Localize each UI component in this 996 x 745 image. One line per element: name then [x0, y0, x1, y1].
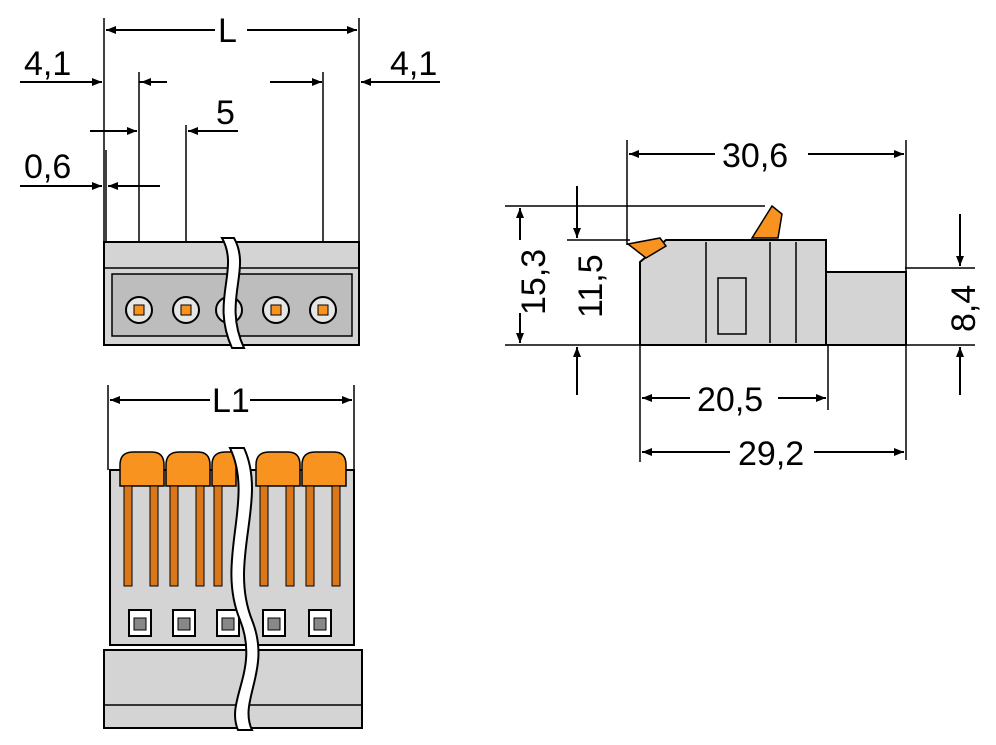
side-view: 30,6 15,3 11,5 8,4 20,5 — [505, 137, 983, 473]
break-line — [220, 237, 246, 349]
side-lever-front — [626, 237, 668, 259]
side-pin — [825, 271, 907, 346]
dim-body-length-label: 20,5 — [697, 381, 763, 419]
side-housing — [639, 239, 827, 346]
break-line-top — [228, 447, 260, 731]
dim-L-label: L — [218, 12, 237, 50]
dim-L1-label: L1 — [212, 382, 250, 420]
top-view: L1 — [103, 382, 363, 731]
dim-total-length-label: 30,6 — [722, 137, 788, 175]
dim-right-offset-label: 4,1 — [390, 45, 437, 83]
dim-left-offset-label: 4,1 — [24, 45, 71, 83]
slot-row — [128, 609, 332, 637]
dim-pitch-label: 5 — [216, 94, 235, 132]
dim-height-label: 15,3 — [515, 249, 553, 315]
dim-height-inner-label: 11,5 — [572, 254, 610, 318]
front-view: L 4,1 4,1 5 0,6 — [20, 12, 440, 349]
dim-length-to-pin-label: 29,2 — [738, 435, 804, 473]
dim-small-label: 0,6 — [24, 148, 71, 186]
top-base — [103, 649, 363, 729]
dim-pin-height-label: 8,4 — [945, 285, 983, 332]
lever-row — [119, 451, 347, 587]
side-lever-top — [750, 204, 783, 239]
